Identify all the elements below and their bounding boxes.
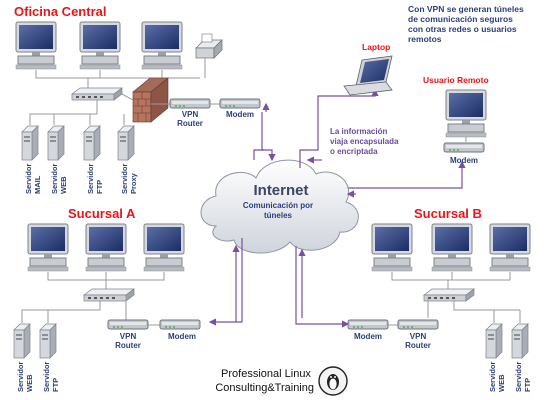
branch-b-title: Sucursal B (414, 206, 482, 221)
branch-a-server-ftp[interactable] (39, 323, 57, 359)
footer-brand: Professional Linux Consulting&Training (215, 368, 314, 394)
branch-a-modem-label: Modem (168, 332, 196, 341)
branch-b-server-web-label: ServidorWEB (488, 361, 506, 392)
central-server-ftp-label: ServidorFTP (86, 163, 104, 194)
printer-icon[interactable] (195, 33, 223, 59)
branch-b-pc-3[interactable] (489, 223, 531, 272)
branch-b-server-ftp-label: ServidorFTP (514, 361, 532, 392)
central-vpn-router[interactable] (169, 98, 211, 109)
remote-user-modem-label: Modem (450, 156, 478, 165)
central-server-web[interactable] (47, 125, 65, 161)
branch-b-hub[interactable] (423, 288, 475, 302)
branch-a-modem[interactable] (159, 319, 201, 330)
branch-b-server-ftp[interactable] (511, 323, 529, 359)
central-hub[interactable] (71, 87, 123, 101)
firewall-icon (132, 77, 169, 123)
branch-a-vpn-router[interactable] (107, 319, 149, 330)
branch-a-pc-3[interactable] (143, 223, 185, 272)
remote-user-modem[interactable] (443, 142, 485, 153)
branch-a-server-web[interactable] (13, 323, 31, 359)
central-server-mail-label: ServidorMAIL (24, 163, 42, 194)
branch-a-server-ftp-label: ServidorFTP (42, 361, 60, 392)
central-modem[interactable] (219, 98, 261, 109)
central-server-ftp[interactable] (83, 125, 101, 161)
branch-b-modem[interactable] (347, 319, 389, 330)
central-server-proxy-label: ServidorProxy (120, 163, 138, 194)
branch-b-modem-label: Modem (354, 332, 382, 341)
central-server-proxy[interactable] (117, 125, 135, 161)
internet-cloud (200, 159, 359, 254)
encrypted-note: La información viaja encapsulada o encri… (330, 127, 401, 156)
branch-b-server-web[interactable] (485, 323, 503, 359)
linux-logo-icon (318, 366, 348, 396)
central-pc-2[interactable] (79, 21, 121, 70)
laptop-icon[interactable] (343, 55, 393, 96)
branch-a-server-web-label: ServidorWEB (16, 361, 34, 392)
remote-user-title: Usuario Remoto (423, 75, 489, 85)
remote-user-pc[interactable] (445, 89, 487, 138)
branch-a-pc-1[interactable] (27, 223, 69, 272)
branch-a-title: Sucursal A (68, 206, 136, 221)
internet-title: Internet (253, 182, 308, 199)
central-server-web-label: ServidorWEB (50, 163, 68, 194)
branch-a-pc-2[interactable] (85, 223, 127, 272)
central-pc-3[interactable] (141, 21, 183, 70)
branch-b-pc-2[interactable] (431, 223, 473, 272)
intro-text: Con VPN se generan túneles de comunicaci… (408, 4, 526, 44)
laptop-title: Laptop (362, 42, 390, 52)
central-office-title: Oficina Central (14, 4, 106, 19)
central-pc-1[interactable] (15, 21, 57, 70)
branch-b-pc-1[interactable] (371, 223, 413, 272)
branch-b-vpn-router[interactable] (397, 319, 439, 330)
central-server-mail[interactable] (21, 125, 39, 161)
central-modem-label: Modem (226, 110, 254, 119)
